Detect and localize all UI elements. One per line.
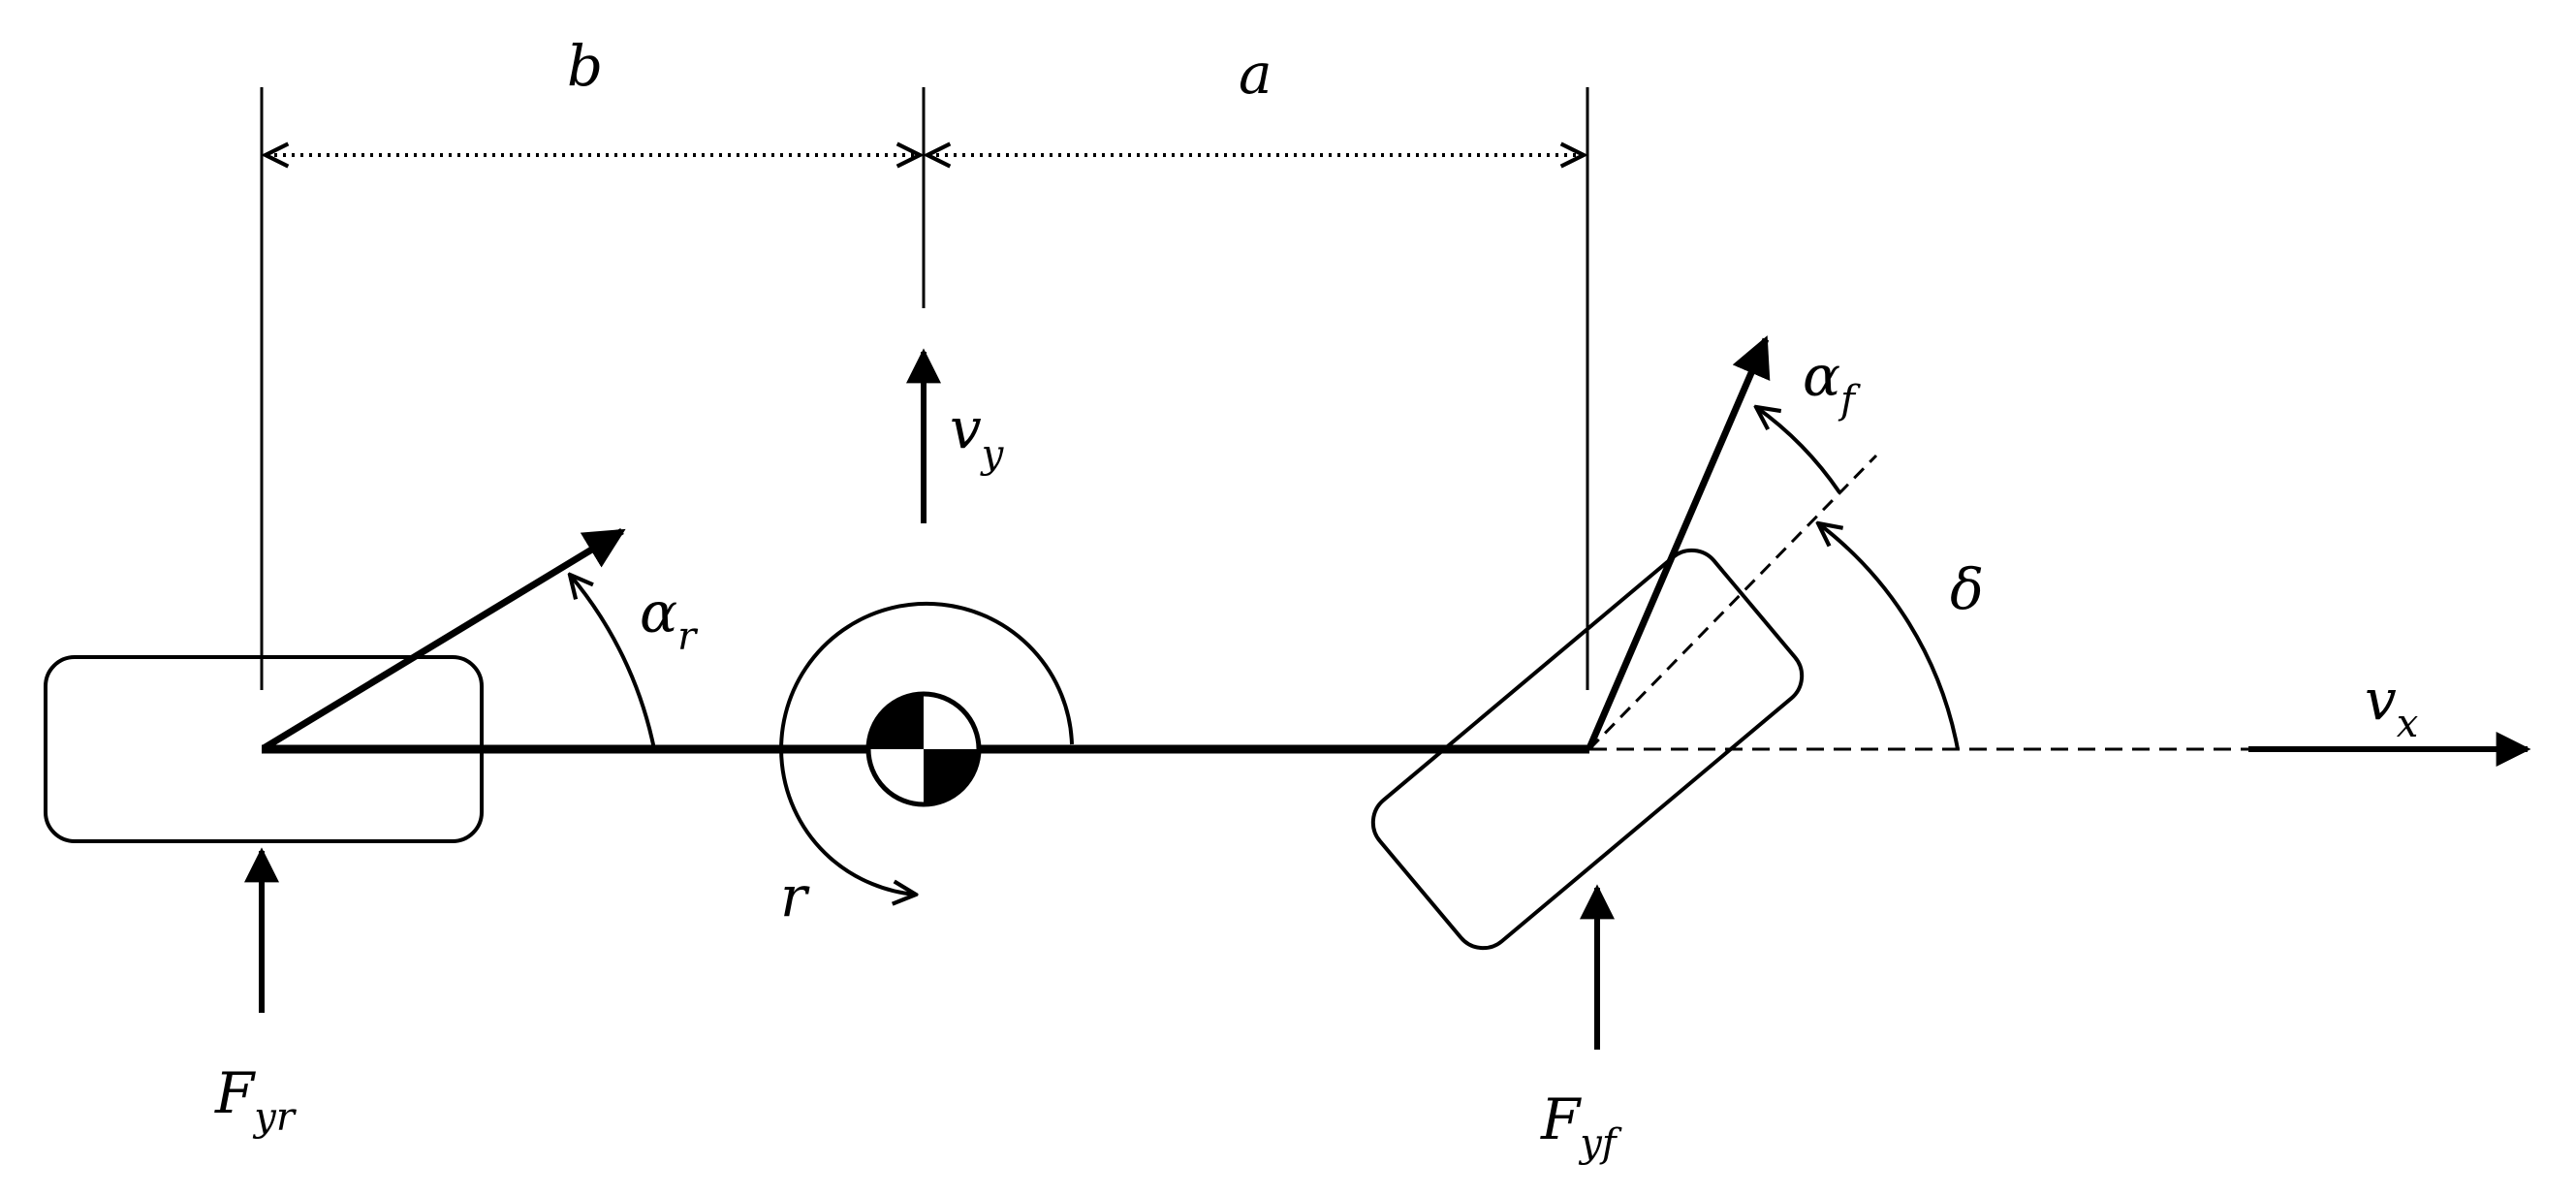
front-wheel-heading-line	[1587, 454, 1878, 751]
label-F-yr: Fyr	[214, 1060, 298, 1140]
alpha-f-arc	[1756, 407, 1841, 494]
delta-arc	[1818, 523, 1960, 750]
label-r: r	[780, 864, 810, 929]
rear-velocity-vector	[262, 528, 626, 751]
label-a: a	[1239, 41, 1272, 107]
label-alpha-f: αf	[1803, 343, 1861, 423]
label-delta: δ	[1950, 556, 1984, 622]
label-v-y: vy	[950, 395, 1005, 477]
label-b: b	[567, 33, 603, 99]
rear-wheel	[44, 655, 484, 843]
label-F-yf: Fyf	[1540, 1086, 1622, 1166]
label-alpha-r: αr	[640, 580, 699, 659]
center-of-gravity-symbol	[865, 691, 982, 807]
front-velocity-vector	[1586, 335, 1771, 750]
label-v-x: vx	[2365, 667, 2418, 746]
yaw-rate-arc-path	[779, 601, 1074, 895]
alpha-r-arc	[570, 575, 656, 750]
front-wheel	[1370, 548, 1805, 951]
